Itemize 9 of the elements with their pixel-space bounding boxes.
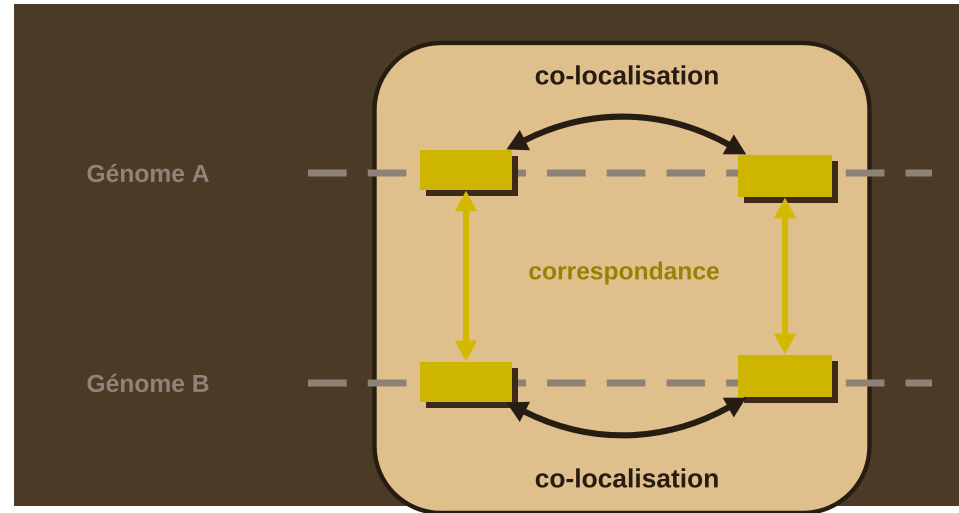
gene-box xyxy=(738,154,838,203)
gene-box xyxy=(420,362,518,408)
gene-box xyxy=(420,150,518,196)
edge-label: co-localisation xyxy=(536,468,718,488)
genome-label: Génome B xyxy=(88,374,208,392)
text-label: correspondance xyxy=(529,262,719,284)
gene-box xyxy=(738,354,838,403)
genome-label: Génome A xyxy=(88,164,209,182)
edge-label: co-localisation xyxy=(536,65,718,85)
